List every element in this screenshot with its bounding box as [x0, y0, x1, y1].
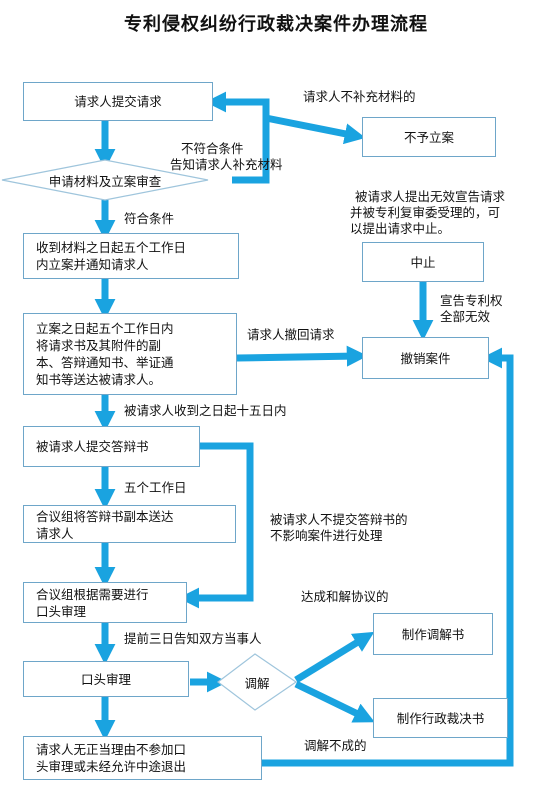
box-panel-send: 合议组将答辩书副本送达 请求人: [23, 505, 236, 543]
label-no-defense-1: 被请求人不提交答辩书的: [270, 512, 408, 527]
box-ruling-doc: 制作行政裁决书: [373, 698, 508, 738]
label-agreement: 达成和解协议的: [301, 589, 389, 604]
box-submit-request-text: 请求人提交请求: [74, 94, 162, 109]
arrow-submit-to-not-filed: [265, 114, 366, 145]
label-withdraw-request: 请求人撤回请求: [247, 327, 335, 342]
box-withdraw-case-text: 撤销案件: [400, 350, 451, 366]
arrow-absent-to-withdraw: [262, 347, 514, 767]
box-oral-hearing-text: 口头审理: [80, 671, 131, 687]
box-send-copies-line-3: 本、答辩通知书、举证通: [36, 355, 174, 370]
diamond-review: 申请材料及立案审查: [2, 160, 208, 200]
diamond-mediation: 调解: [218, 654, 296, 710]
label-not-qualified-2: 告知请求人补充材料: [170, 157, 283, 172]
arrow-defense-to-oral-decide: [178, 442, 254, 609]
box-suspend-text: 中止: [410, 254, 436, 270]
box-not-filed-text: 不予立案: [403, 129, 454, 145]
label-patent-invalid-1: 宣告专利权: [440, 293, 503, 308]
box-absent-line-1: 请求人无正当理由不参加口: [36, 742, 187, 757]
box-filing-line-2: 内立案并通知请求人: [36, 257, 149, 272]
arrow-mediation-to-ruling: [294, 680, 375, 723]
box-mediation-doc-text: 制作调解书: [401, 626, 465, 642]
box-absent-line-2: 头审理或未经允许中途退出: [36, 759, 187, 774]
box-submit-defense: 被请求人提交答辩书: [23, 426, 200, 467]
review-diamond-shape: [1, 159, 209, 201]
box-mediation-doc: 制作调解书: [373, 613, 493, 655]
label-qualified: 符合条件: [124, 211, 175, 226]
label-patent-invalid-2: 全部无效: [440, 309, 491, 324]
label-invalid-request-2: 并被专利复审委受理的，可: [350, 205, 501, 220]
diamond-mediation-text: 调解: [244, 675, 270, 691]
label-no-defense-2: 不影响案件进行处理: [270, 528, 383, 543]
box-oral-hearing: 口头审理: [23, 661, 189, 697]
box-absent: 请求人无正当理由不参加口 头审理或未经允许中途退出: [23, 736, 262, 780]
box-panel-send-line-2: 请求人: [36, 526, 74, 541]
box-not-filed: 不予立案: [362, 117, 496, 157]
box-panel-send-line-1: 合议组将答辩书副本送达: [36, 509, 174, 524]
box-withdraw-case: 撤销案件: [362, 337, 489, 379]
box-send-copies: 立案之日起五个工作日内 将请求书及其附件的副 本、答辩通知书、举证通 知书等送达…: [23, 313, 237, 395]
box-oral-decide-line-1: 合议组根据需要进行: [36, 587, 149, 602]
label-no-supplement: 请求人不补充材料的: [303, 89, 416, 104]
label-notify-three-days: 提前三日告知双方当事人: [124, 631, 262, 646]
page-title: 专利侵权纠纷行政裁决案件办理流程: [124, 14, 428, 35]
label-not-qualified-1: 不符合条件: [181, 141, 244, 156]
label-mediation-failed: 调解不成的: [304, 738, 367, 753]
box-filing: 收到材料之日起五个工作日 内立案并通知请求人: [23, 233, 239, 279]
label-invalid-request-1: 被请求人提出无效宣告请求: [355, 189, 506, 204]
label-fifteen-days: 被请求人收到之日起十五日内: [124, 403, 287, 418]
box-ruling-doc-text: 制作行政裁决书: [396, 710, 485, 726]
box-send-copies-line-4: 知书等送达被请求人。: [36, 372, 162, 387]
box-submit-defense-text: 被请求人提交答辩书: [36, 439, 149, 454]
diamond-review-text: 申请材料及立案审查: [48, 173, 162, 189]
arrow-review-back-to-submit: [205, 91, 270, 184]
box-oral-decide: 合议组根据需要进行 口头审理: [23, 582, 187, 623]
arrow-mediation-to-agreement: [294, 631, 375, 683]
box-submit-request: 请求人提交请求: [23, 82, 213, 121]
box-send-copies-line-2: 将请求书及其附件的副: [36, 338, 162, 353]
box-oral-decide-line-2: 口头审理: [36, 604, 87, 619]
box-send-copies-line-1: 立案之日起五个工作日内: [36, 321, 174, 336]
arrow-send-to-withdraw: [236, 345, 368, 367]
box-suspend: 中止: [362, 242, 484, 282]
label-five-days: 五个工作日: [124, 480, 187, 495]
label-invalid-request-3: 以提出请求中止。: [350, 221, 451, 236]
box-filing-line-1: 收到材料之日起五个工作日: [36, 240, 187, 255]
mediation-diamond-shape: [217, 653, 298, 711]
